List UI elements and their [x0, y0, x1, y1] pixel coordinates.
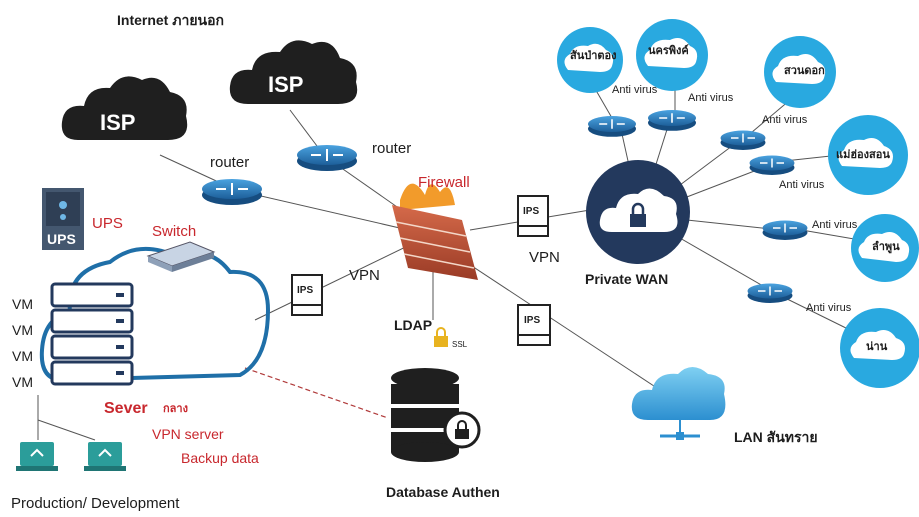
ups-box-label: UPS	[47, 231, 76, 247]
vm-label: VM	[12, 296, 33, 312]
database-icon	[391, 368, 481, 462]
lan-cloud-icon	[631, 367, 726, 440]
antivirus-label: Anti virus	[812, 219, 858, 231]
vpn-label: VPN	[349, 267, 380, 284]
server-suffix: กลาง	[163, 403, 188, 415]
workstation-icon	[16, 442, 58, 471]
router-icon	[749, 155, 795, 175]
isp-label: ISP	[100, 110, 136, 135]
router-label: router	[372, 140, 412, 157]
isp-cloud-left	[61, 76, 188, 140]
router-icon	[202, 179, 262, 205]
lan-label: LAN สันทราย	[734, 429, 818, 445]
ips-label: IPS	[524, 315, 541, 326]
antivirus-label: Anti virus	[612, 84, 658, 96]
vm-label: VM	[12, 374, 33, 390]
router-label: router	[210, 154, 250, 171]
firewall-icon	[392, 183, 478, 280]
router-icon	[720, 130, 766, 150]
ups-icon	[42, 188, 84, 250]
internet-title: Internet ภายนอก	[117, 12, 224, 28]
server-rack-icon	[50, 282, 134, 386]
antivirus-label: Anti virus	[688, 92, 734, 104]
isp-cloud-right	[229, 40, 358, 104]
dashed-link	[244, 367, 389, 419]
private-wan-icon	[586, 160, 690, 264]
branch-label: แม่ฮ่องสอน	[836, 149, 890, 161]
router-icon	[747, 283, 793, 303]
server-line: Backup data	[181, 450, 259, 466]
router-icon	[762, 220, 808, 240]
production-label: Production/ Development	[11, 495, 180, 512]
workstation-icon	[84, 442, 126, 471]
switch-label: Switch	[152, 223, 197, 240]
vm-label: VM	[12, 322, 33, 338]
ups-label: UPS	[92, 215, 123, 232]
database-label: Database Authen	[386, 484, 500, 500]
ssl-label: SSL	[452, 340, 468, 349]
branch-label: น่าน	[866, 341, 888, 353]
switch-icon	[146, 241, 216, 272]
firewall-label: Firewall	[418, 174, 470, 191]
branch-label: ลำพูน	[872, 241, 900, 253]
ips-icon	[517, 195, 549, 237]
branch-label: สวนดอก	[784, 65, 825, 77]
ips-label: IPS	[523, 206, 540, 217]
server-label: Sever	[104, 400, 148, 417]
branch-label: สันป่าตอง	[570, 50, 617, 62]
ldap-label: LDAP	[394, 317, 433, 333]
branch-label: นครพิงค์	[648, 45, 689, 57]
router-icon	[648, 110, 696, 131]
isp-label: ISP	[268, 72, 304, 97]
private-wan-label: Private WAN	[585, 271, 669, 287]
antivirus-label: Anti virus	[779, 179, 825, 191]
server-cloud	[39, 246, 271, 383]
vpn-label: VPN	[529, 249, 560, 266]
branch-nodes	[557, 19, 919, 388]
router-icon	[297, 145, 357, 171]
ips-icon	[291, 274, 323, 316]
lock-icon	[434, 327, 448, 347]
ips-icon	[517, 304, 551, 346]
vm-label: VM	[12, 348, 33, 364]
antivirus-label: Anti virus	[762, 114, 808, 126]
router-icon	[588, 116, 636, 137]
antivirus-label: Anti virus	[806, 302, 852, 314]
server-line: VPN server	[152, 426, 224, 442]
ips-label: IPS	[297, 285, 314, 296]
